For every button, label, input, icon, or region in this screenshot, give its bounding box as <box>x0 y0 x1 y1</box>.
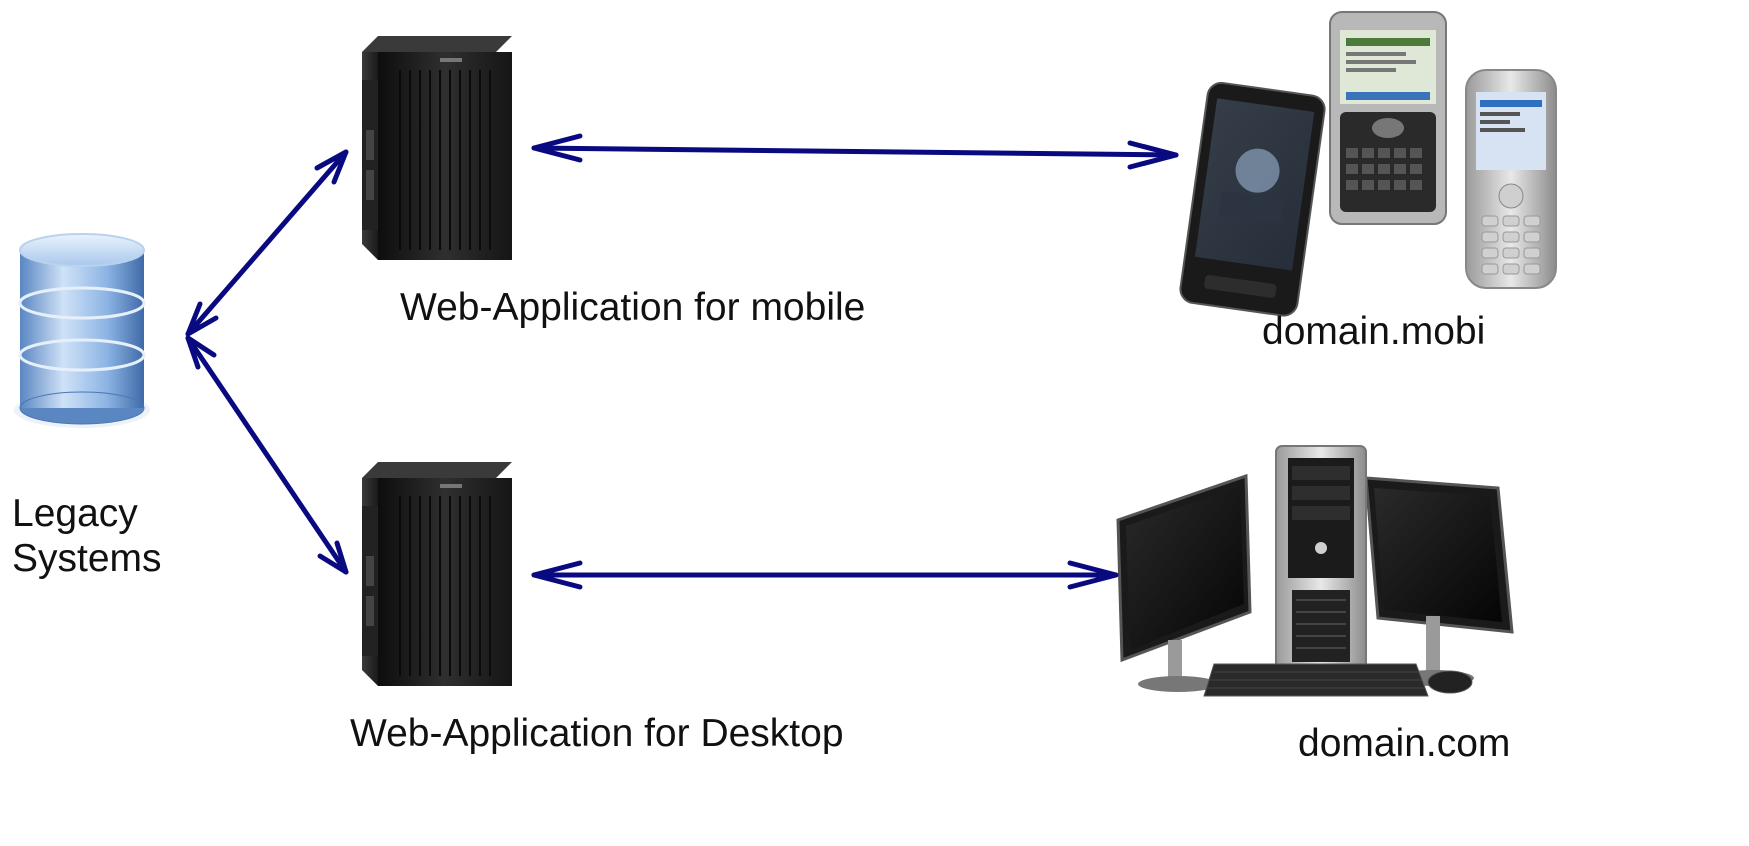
legacy-systems-label-line2: Systems <box>12 536 162 580</box>
domain-mobi-label: domain.mobi <box>1262 310 1486 353</box>
legacy-systems-label-line1: Legacy <box>12 492 138 535</box>
server-tower-icon-desktop <box>362 462 512 686</box>
web-app-desktop-label: Web-Application for Desktop <box>350 712 844 755</box>
database-icon <box>14 233 150 428</box>
arrow-desktop-app-desktop-clients <box>531 560 1119 590</box>
domain-com-label: domain.com <box>1298 722 1511 765</box>
arrow-legacy-mobile-app <box>185 149 349 337</box>
arrow-mobile-app-mobile-clients <box>531 133 1179 170</box>
server-tower-icon-mobile <box>362 36 512 260</box>
desktop-computer-icon <box>1116 445 1514 697</box>
connector-arrows <box>185 133 1179 590</box>
mobile-phones-icon <box>1179 11 1557 317</box>
legacy-systems-label: Legacy Systems <box>12 492 162 582</box>
web-app-mobile-label: Web-Application for mobile <box>400 286 866 329</box>
arrow-legacy-desktop-app <box>185 335 349 575</box>
